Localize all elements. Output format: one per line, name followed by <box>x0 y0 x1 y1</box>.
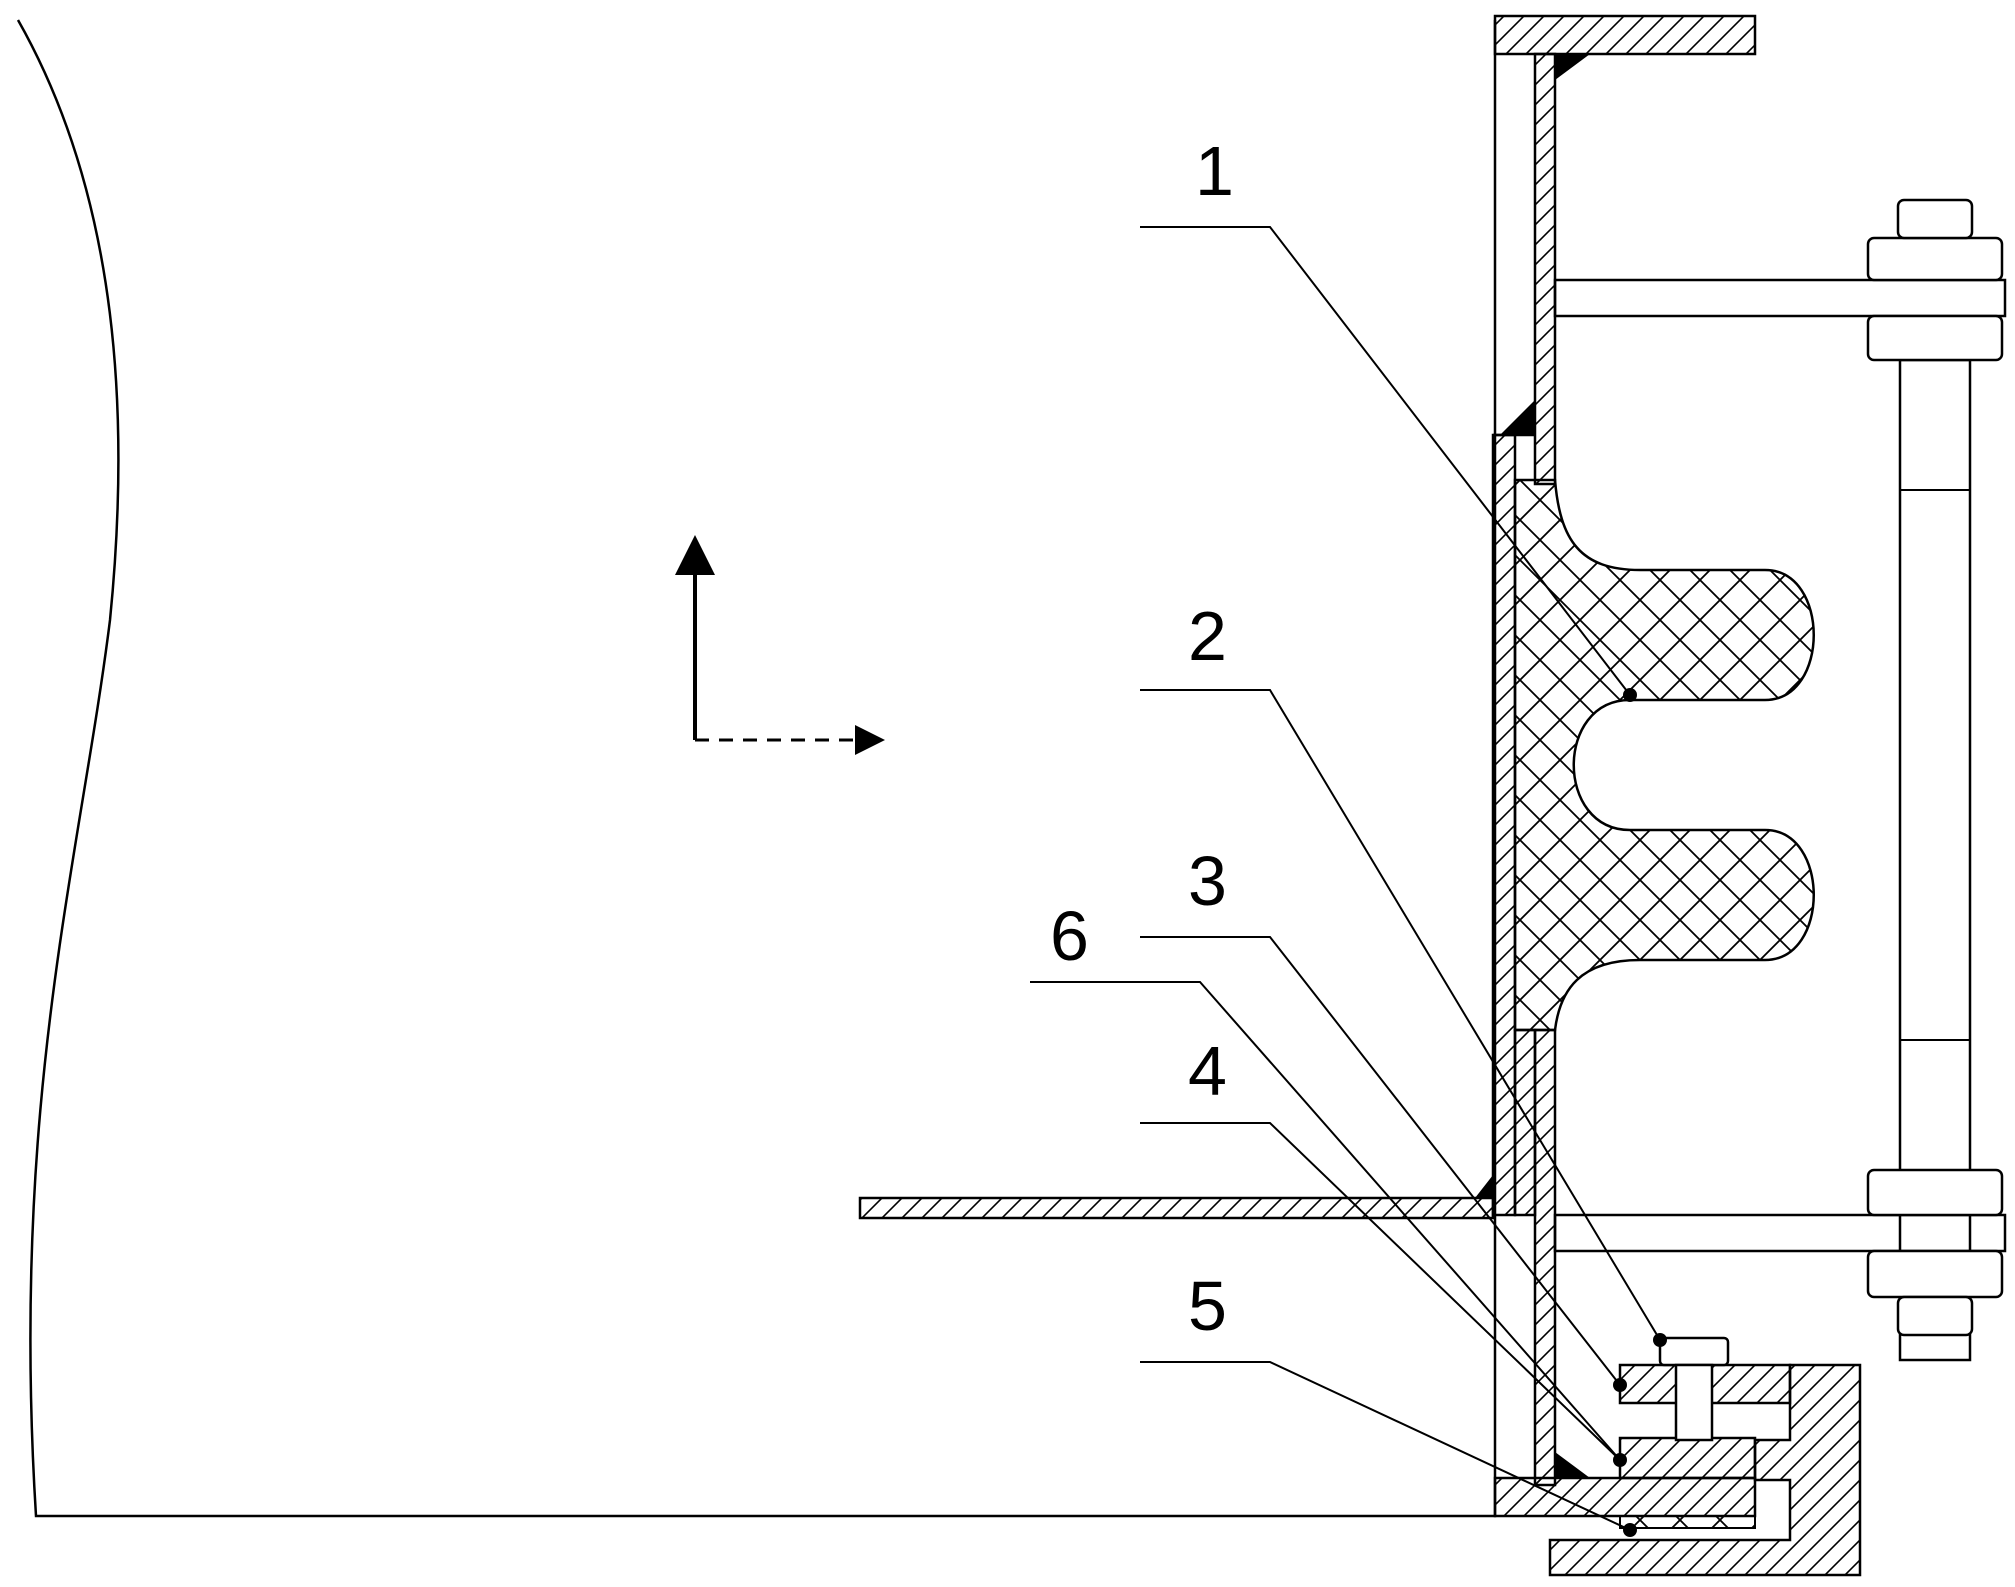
lower-nut-top <box>1868 1170 2002 1215</box>
weld-top <box>1555 54 1590 80</box>
label-4: 4 <box>1188 1032 1227 1110</box>
label-6: 6 <box>1050 897 1089 975</box>
weld-liner-top <box>1500 400 1535 435</box>
label-3: 3 <box>1188 842 1227 920</box>
bottom-flange <box>1495 1478 1755 1516</box>
upper-nut-bottom <box>1868 316 2002 360</box>
lower-lug-plate <box>1555 1215 2005 1251</box>
dot-5 <box>1623 1523 1637 1537</box>
inner-liner-lower <box>1515 1030 1535 1215</box>
dot-2 <box>1653 1333 1667 1347</box>
dot-4 <box>1613 1453 1627 1467</box>
inner-liner <box>1493 435 1515 1215</box>
gland-bolt-head <box>1660 1338 1728 1365</box>
label-2: 2 <box>1188 597 1227 675</box>
lower-nut-bottom <box>1868 1251 2002 1297</box>
upper-nut-top <box>1868 238 2002 280</box>
label-1: 1 <box>1195 132 1234 210</box>
leader-2 <box>1140 690 1660 1340</box>
packing-seal <box>1620 1516 1755 1528</box>
dot-3 <box>1613 1378 1627 1392</box>
weld-baffle <box>1475 1175 1493 1198</box>
dot-1 <box>1623 688 1637 702</box>
pipe-body <box>18 20 1495 1516</box>
outer-wall-upper <box>1535 54 1555 484</box>
rubber-bellows <box>1515 480 1814 1030</box>
top-flange-plate <box>1495 16 1755 54</box>
gland-bolt-shank <box>1676 1365 1712 1440</box>
upper-nut-cap <box>1898 200 1972 238</box>
outer-wall-lower <box>1535 1030 1555 1485</box>
gland-plate-lower <box>1620 1438 1755 1478</box>
upper-lug-plate <box>1555 280 2005 316</box>
weld-bottom <box>1555 1452 1590 1478</box>
leader-dots <box>1613 688 1667 1537</box>
label-5: 5 <box>1188 1267 1227 1345</box>
lower-nut-cap <box>1898 1297 1972 1335</box>
